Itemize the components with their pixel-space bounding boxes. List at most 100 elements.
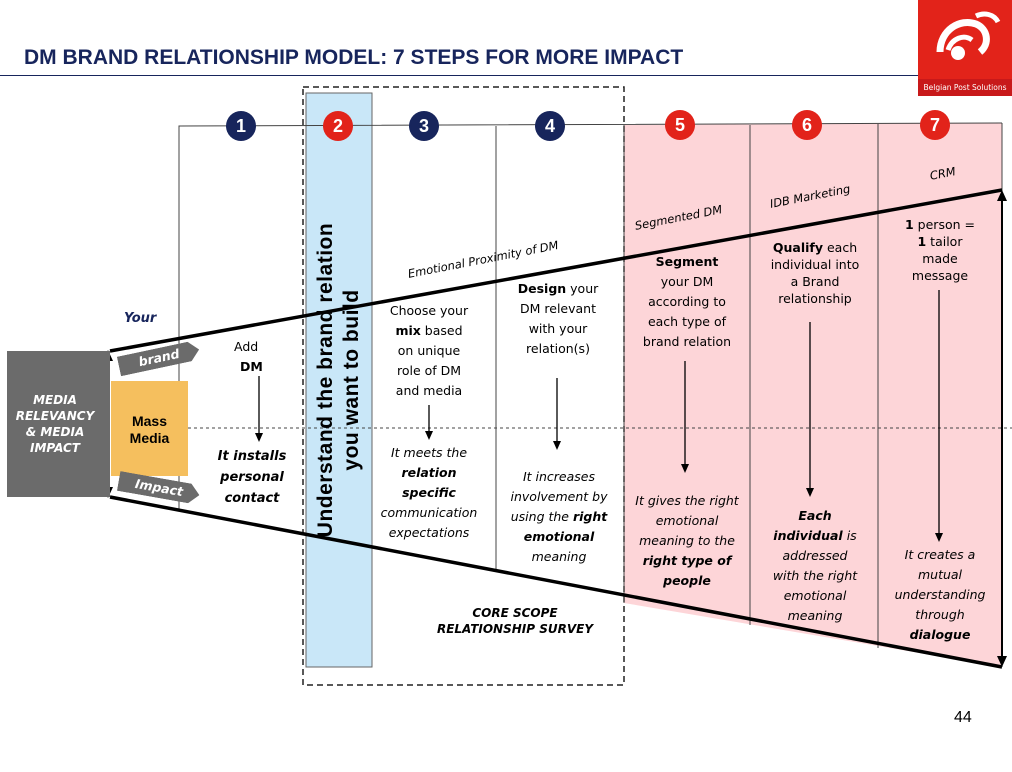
col3-bottom-line-1: It meets the <box>390 445 468 460</box>
col7-top-post-2: tailor <box>926 234 963 249</box>
logo-text: Belgian Post Solutions <box>918 79 1012 96</box>
step-7-badge: 7 <box>920 110 950 140</box>
col4-bottom-line-4: emotional <box>523 529 595 544</box>
col3-top-post: based <box>420 323 463 338</box>
col4-top-line-3: with your <box>528 321 588 336</box>
step-1-badge: 1 <box>226 111 256 141</box>
col6-top-text: Qualify each individual into a Brand rel… <box>755 239 875 307</box>
col7-bottom-line-2: mutual <box>917 567 963 582</box>
col3-bottom-line-3: specific <box>402 485 456 500</box>
col3-top-pre: Choose your <box>389 303 469 318</box>
col6-top-line-3: a Brand <box>790 274 840 289</box>
col7-top-line-3: made <box>922 251 958 266</box>
mass-media-line-2: Media <box>129 430 170 446</box>
col4-top-line-4: relation(s) <box>526 341 590 356</box>
col6-top-line-1: Qualify each <box>755 239 875 256</box>
col6-bottom-line-1: Each <box>798 508 832 523</box>
col7-top-text: 1 person = 1 tailor made message <box>882 216 998 284</box>
col5-bottom-text: It gives the right emotional meaning to … <box>624 491 750 591</box>
step-4-badge: 4 <box>535 111 565 141</box>
col1-top-text: Add DM <box>234 337 263 377</box>
vertical-banner-text: Understand the brand relation you want t… <box>313 150 365 610</box>
col6-top-line-2: individual into <box>770 257 860 272</box>
col5-top-line-4: each type of <box>647 314 727 329</box>
media-label-line-4: IMPACT <box>29 441 80 455</box>
core-scope-line-1: CORE SCOPE <box>472 606 558 620</box>
col7-bottom-line-4: through <box>915 607 965 622</box>
funnel-top-line <box>109 188 1003 353</box>
col5-top-line-2: your DM <box>660 274 714 289</box>
col4-top-line-1: Design your <box>502 279 614 299</box>
col4-top-line-2: DM relevant <box>520 301 596 316</box>
col3-bottom-line-5: expectations <box>388 525 470 540</box>
step-3-badge: 3 <box>409 111 439 141</box>
step-2-badge: 2 <box>323 111 353 141</box>
col7-bottom-line-1: It creates a <box>904 547 976 562</box>
vertical-banner-line-1: Understand the brand relation <box>314 222 337 538</box>
col6-top-line-4: relationship <box>778 291 852 306</box>
media-relevancy-label: MEDIA RELEVANCY & MEDIA IMPACT <box>5 392 105 456</box>
col7-bottom-text: It creates a mutual understanding throug… <box>879 545 1001 645</box>
col7-top-line-4: message <box>911 268 969 283</box>
belgian-post-logo: Belgian Post Solutions <box>918 0 1012 96</box>
col7-top-line-1: 1 person = <box>882 216 998 233</box>
col3-bottom-line-2: relation <box>401 465 457 480</box>
col6-bottom-line-4: with the right <box>772 568 858 583</box>
col4-bottom-line-5: meaning <box>531 549 587 564</box>
mass-media-box <box>111 381 188 476</box>
col1-bottom-line-2: personal <box>220 470 284 485</box>
col3-top-line-4: role of DM <box>396 363 462 378</box>
col1-top-line-1: Add <box>234 339 259 354</box>
col6-bottom-line-5: emotional <box>783 588 847 603</box>
col5-top-line-3: according to <box>648 294 726 309</box>
col3-top-line-2: mix based <box>373 321 485 341</box>
col1-top-line-2: DM <box>240 359 263 374</box>
step-6-badge: 6 <box>792 110 822 140</box>
page-title: DM BRAND RELATIONSHIP MODEL: 7 STEPS FOR… <box>24 46 684 69</box>
media-label-line-3: & MEDIA <box>25 425 85 439</box>
col6-bottom-text: Each individual is addressed with the ri… <box>752 506 878 626</box>
col4-top-post: your <box>566 281 599 296</box>
col5-bottom-line-2: emotional <box>655 513 719 528</box>
col4-top-text: Design your DM relevant with your relati… <box>502 279 614 359</box>
title-rule <box>0 75 918 76</box>
col4-bottom-line-2: involvement by <box>510 489 608 504</box>
col7-top-bold-2: 1 <box>917 234 927 249</box>
col3-top-line-1: Choose your <box>373 301 485 321</box>
col5-top-line-1: Segment <box>655 254 719 269</box>
col3-top-bold: mix <box>395 323 421 338</box>
col4-bottom-text: It increases involvement by using the ri… <box>499 467 619 567</box>
col4-bottom-line-1: It increases <box>522 469 596 484</box>
col7-bottom-line-5: dialogue <box>909 627 971 642</box>
col3-top-line-3: on unique <box>397 343 461 358</box>
col5-bottom-line-5: people <box>663 573 711 588</box>
col7-top-line-2: 1 tailor <box>882 233 998 250</box>
media-label-line-2: RELEVANCY <box>15 409 95 423</box>
col6-top-post: each <box>823 240 858 255</box>
pink-panel <box>624 123 1002 667</box>
vertical-banner-line-2: you want to build <box>340 289 363 471</box>
blue-banner-panel <box>305 92 373 668</box>
col3-top-line-5: and media <box>395 383 463 398</box>
your-label: Your <box>124 311 157 326</box>
col6-bottom-line-6: meaning <box>787 608 843 623</box>
media-relevancy-box <box>7 351 110 497</box>
col6-bottom-line-2: individual is <box>752 526 878 546</box>
col7-top-post-1: person = <box>913 217 975 232</box>
media-label-line-1: MEDIA <box>33 393 77 407</box>
core-scope-label: CORE SCOPE RELATIONSHIP SURVEY <box>400 605 630 637</box>
col1-bottom-line-3: contact <box>224 491 280 506</box>
col1-bottom-text: It installs personal contact <box>196 446 308 509</box>
col6-bottom-post: is <box>842 528 857 543</box>
col5-bottom-line-4: right type of <box>642 553 732 568</box>
col5-top-text: Segment your DM according to each type o… <box>628 252 746 352</box>
col5-bottom-line-1: It gives the right <box>635 493 739 508</box>
page-number: 44 <box>954 709 972 726</box>
col5-top-line-5: brand relation <box>642 334 732 349</box>
mass-media-label: Mass Media <box>111 413 188 447</box>
col5-bottom-line-3: meaning to the <box>639 533 735 548</box>
col4-bottom-line-3: using the right <box>499 507 619 527</box>
col6-bottom-line-3: addressed <box>782 548 848 563</box>
col1-bottom-line-1: It installs <box>217 449 287 464</box>
